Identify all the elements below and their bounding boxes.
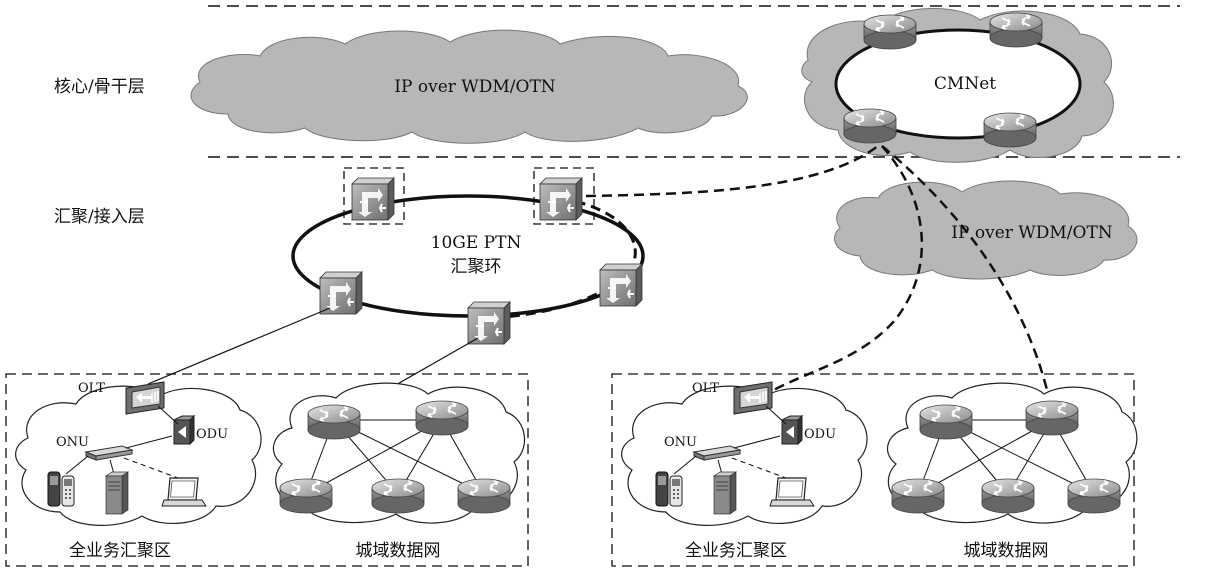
metro-router-icon — [415, 400, 469, 436]
right-service-area-label: 全业务汇聚区 — [685, 541, 787, 561]
server-icon — [713, 471, 737, 515]
right-odu-onu-link — [733, 435, 781, 449]
metro-router-icon — [279, 478, 333, 514]
left-odu-onu-link — [125, 435, 173, 449]
core-cloud-label: IP over WDM/OTN — [394, 77, 556, 97]
olt-icon — [125, 381, 165, 415]
uplink-ptn-to-cmnet — [585, 145, 879, 198]
cmnet-router-icon — [863, 14, 917, 50]
metro-router-icon — [307, 404, 361, 440]
left-service-cloud — [15, 385, 262, 526]
uplink-cmnet-to-right-metro — [881, 145, 1054, 413]
metro-router-icon — [919, 404, 973, 440]
right-onu-label: ONU — [664, 435, 697, 450]
metro-router-icon — [1067, 478, 1121, 514]
core-layer-label: 核心/骨干层 — [54, 77, 145, 97]
ptn-node-box — [533, 167, 595, 225]
right-region-box — [611, 373, 1135, 567]
left-onu-laptop-link — [123, 457, 179, 479]
olt-icon — [733, 381, 773, 415]
ptn-switch-icon — [319, 271, 363, 315]
metro-router-icon — [371, 478, 425, 514]
odu-icon — [173, 415, 195, 445]
right-olt-odu-link — [765, 405, 787, 425]
cmnet-ring — [834, 28, 1082, 140]
ptn-switch-icon — [599, 263, 643, 307]
ptn-ring-dashed-path — [489, 196, 637, 320]
right-odu-label: ODU — [804, 427, 836, 442]
ptn-ring-label-line1: 10GE PTN — [431, 233, 522, 253]
left-service-area-label: 全业务汇聚区 — [69, 541, 171, 561]
ptn-node-box — [343, 167, 405, 225]
ptn-switch-icon — [467, 301, 511, 345]
right-metro-label: 城域数据网 — [964, 541, 1049, 561]
access-layer-label: 汇聚/接入层 — [54, 207, 145, 227]
left-odu-label: ODU — [196, 427, 228, 442]
right-olt-label: OLT — [692, 381, 719, 396]
cmnet-router-icon — [843, 108, 897, 144]
cmnet-router-icon — [989, 12, 1043, 48]
left-metro-label: 城域数据网 — [356, 541, 441, 561]
left-olt-odu-link — [157, 405, 179, 425]
uplink-cmnet-to-right-olt — [769, 145, 924, 394]
ptn-switch-icon — [539, 177, 583, 221]
right-service-cloud — [621, 385, 868, 526]
odu-icon — [781, 415, 803, 445]
right-onu-laptop-link — [731, 457, 787, 479]
ptn-switch-icon — [351, 177, 395, 221]
right-onu-phone-link — [673, 455, 697, 475]
mid-cloud-label: IP over WDM/OTN — [951, 223, 1113, 243]
left-region-box — [5, 373, 529, 567]
left-onu-label: ONU — [56, 435, 89, 450]
core-cloud — [190, 29, 748, 144]
ptn-ring-label-line2: 汇聚环 — [451, 257, 502, 277]
metro-router-icon — [457, 478, 511, 514]
metro-router-icon — [981, 478, 1035, 514]
cmnet-router-icon — [983, 112, 1037, 148]
metro-router-icon — [1025, 400, 1079, 436]
cmnet-label: CMNet — [934, 74, 996, 94]
server-icon — [105, 471, 129, 515]
left-olt-label: OLT — [78, 381, 105, 396]
metro-router-icon — [891, 478, 945, 514]
left-onu-phone-link — [65, 455, 89, 475]
link-ptn-to-left-olt — [147, 307, 331, 385]
